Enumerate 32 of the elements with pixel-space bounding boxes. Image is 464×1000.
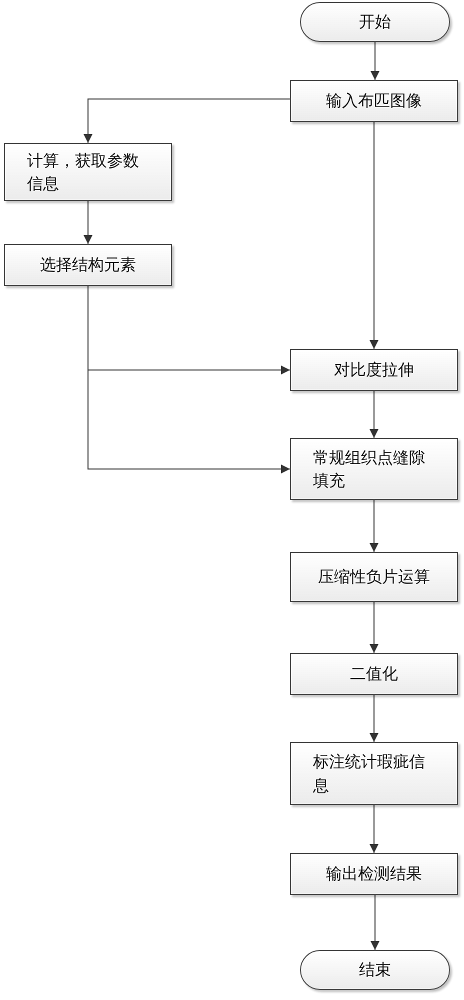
arrow [84,98,290,144]
arrow [370,804,378,854]
arrow [370,602,378,654]
arrow [370,122,378,350]
process-box [290,349,458,391]
step-label: 输入布匹图像 [326,90,422,112]
step-label: 对比度拉伸 [334,359,414,382]
process-box [290,438,458,500]
step-label: 标注统计瑕疵信息 [313,751,426,796]
step-label: 输出检测结果 [326,863,422,886]
terminal-box [300,950,450,990]
arrow [84,200,92,244]
step-label: 开始 [359,11,391,34]
step-label: 结束 [359,959,391,982]
process-box [290,853,458,895]
process-box [290,552,458,602]
process-box [4,244,172,286]
step-label: 压缩性负片运算 [318,566,430,588]
step-label: 选择结构元素 [40,254,136,276]
arrow [370,894,380,950]
process-box [4,143,172,201]
step-label: 计算，获取参数信息 [27,150,140,195]
process-box [290,80,458,122]
arrow [370,694,378,742]
step-label: 常规组织点缝隙填充 [313,446,426,492]
arrow [370,42,380,80]
arrow [370,390,378,438]
process-box [290,653,458,695]
terminal-box [300,2,450,42]
step-label: 二值化 [350,663,398,686]
process-box [290,742,458,805]
arrow [370,500,378,552]
